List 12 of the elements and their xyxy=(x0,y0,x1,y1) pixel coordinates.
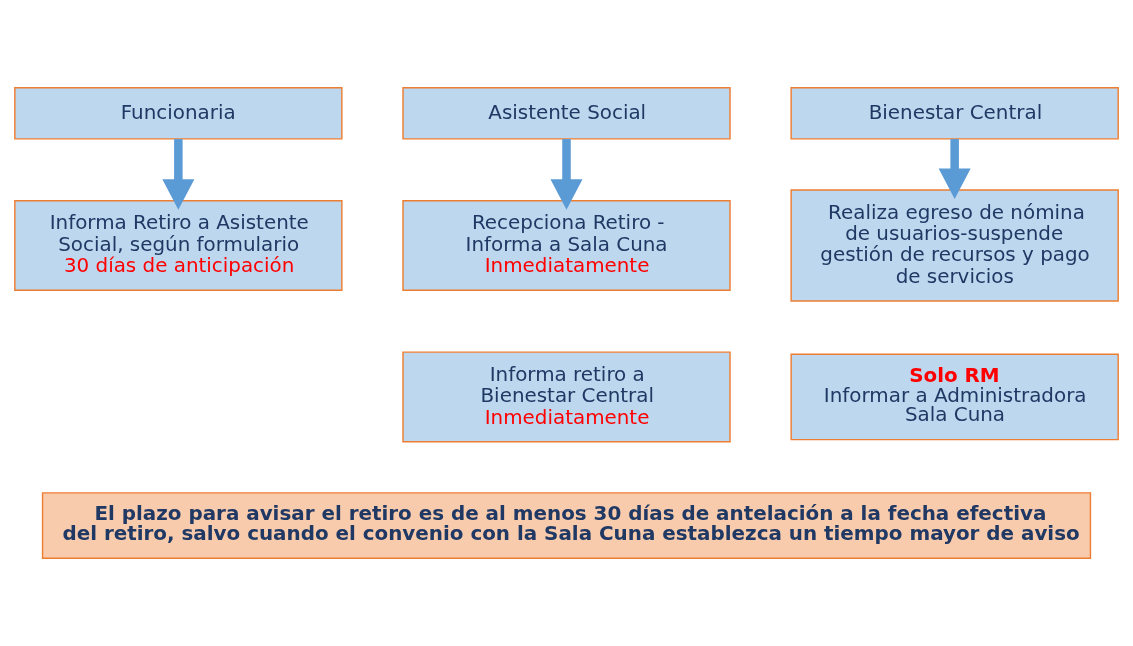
node-box: Solo RM Informar a Administradora Sala Cuna xyxy=(790,353,1119,441)
node-box: Recepciona Retiro - Informa a Sala Cuna Inmediatamente xyxy=(402,200,731,291)
node-box: Funcionaria xyxy=(14,87,343,140)
node-box: Informa retiro a Bienestar Central Inmediatamente xyxy=(402,351,731,443)
node-box: Informa Retiro a Asistente Social, según formulario 30 días de anticipación xyxy=(14,200,343,291)
node-box: Realiza egreso de nómina de usuarios-suspende gestión de recursos y pago de servicios xyxy=(790,189,1119,302)
node-box: Bienestar Central xyxy=(790,87,1119,140)
arrow xyxy=(550,139,583,210)
arrow xyxy=(938,139,971,199)
arrow xyxy=(162,139,195,210)
node-box: Asistente Social xyxy=(402,87,731,140)
node-box: El plazo para avisar el retiro es de al menos 30 días de antelación a la fecha efectiva del retiro, salvo cuando el convenio con la Sala Cuna establezca un tiempo mayor de aviso xyxy=(41,492,1092,559)
